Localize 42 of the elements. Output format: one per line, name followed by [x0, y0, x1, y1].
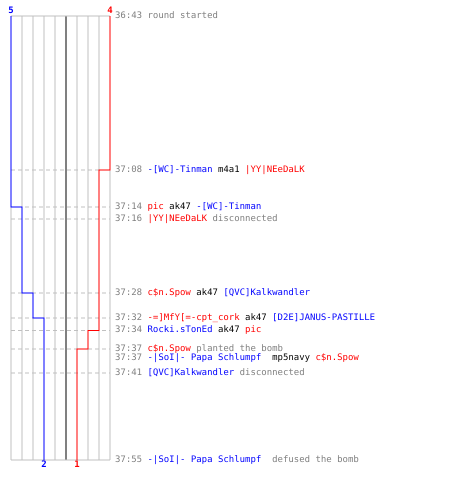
weapon-name: mp5navy	[272, 354, 310, 363]
weapon-name: ak47	[245, 314, 267, 322]
timestamp: 37:14	[115, 202, 142, 212]
player-count-label: 4	[106, 6, 114, 16]
timestamp: 37:34	[115, 326, 142, 335]
player-name: Rocki.sTonEd	[148, 326, 213, 335]
player-name: [QVC]Kalkwandler	[223, 288, 310, 298]
player-name: -[WC]-Tinman	[196, 202, 262, 212]
player-count-label: 1	[73, 460, 81, 470]
player-name: |YY|NEeDaLK	[148, 214, 208, 224]
weapon-name: ak47	[196, 288, 218, 298]
player-name: -|SoI|- Papa Schlumpf	[148, 456, 262, 464]
weapon-name: m4a1	[218, 166, 240, 174]
event-text: disconnected	[212, 214, 278, 224]
player-name: -=]MfY[=-cpt_cork	[148, 314, 240, 322]
timestamp: 37:32	[115, 314, 142, 322]
player-count-label: 5	[7, 6, 15, 16]
player-name: -[WC]-Tinman	[148, 166, 213, 174]
player-name: c$n.Spow	[148, 344, 191, 354]
timestamp: 37:37	[115, 344, 142, 354]
player-name: [D2E]JANUS-PASTILLE	[272, 314, 376, 322]
player-count-label: 2	[40, 460, 48, 470]
timestamp: 37:16	[115, 214, 142, 224]
weapon-name: ak47	[169, 202, 191, 212]
timestamp: 37:55	[115, 456, 142, 464]
player-name: pic	[148, 202, 164, 212]
timestamp: 37:41	[115, 368, 142, 378]
player-name: |YY|NEeDaLK	[245, 166, 305, 174]
player-name: c$n.Spow	[148, 288, 191, 298]
weapon-name: ak47	[218, 326, 240, 335]
event-text: defused the bomb	[272, 456, 359, 464]
timestamp: 36:43	[115, 12, 142, 20]
timestamp: 37:37	[115, 354, 142, 363]
timestamp: 37:28	[115, 288, 142, 298]
player-name: -|SoI|- Papa Schlumpf	[148, 354, 262, 363]
event-text: round started	[148, 12, 218, 20]
timestamp: 37:08	[115, 166, 142, 174]
event-text: disconnected	[240, 368, 305, 378]
event-text: planted the bomb	[196, 344, 283, 354]
player-name: pic	[245, 326, 262, 335]
player-name: c$n.Spow	[315, 354, 359, 363]
player-name: [QVC]Kalkwandler	[148, 368, 234, 378]
